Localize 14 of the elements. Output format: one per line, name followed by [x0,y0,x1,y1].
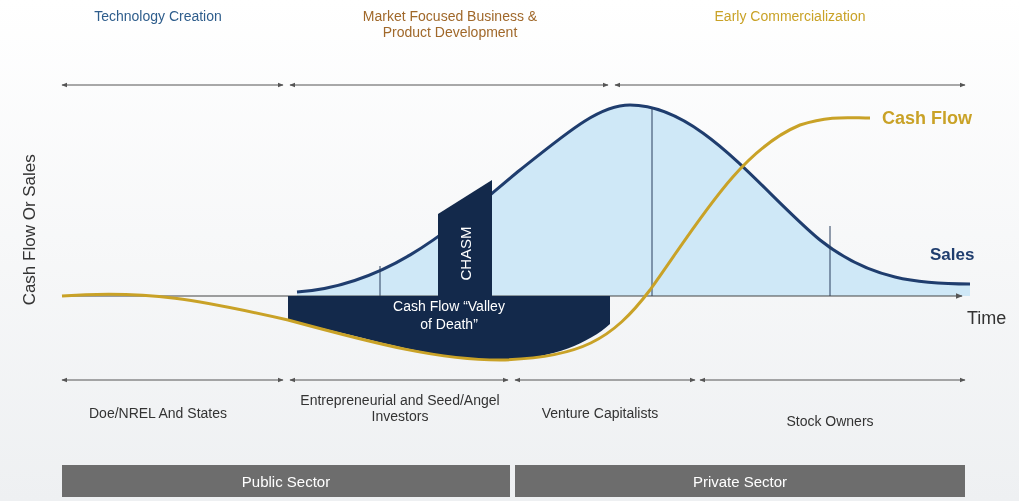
curve-label: Cash Flow [882,108,973,129]
phase-label: Technology Creation [93,8,223,25]
sector-bar: Private Sector [515,465,965,497]
funding-label: Venture Capitalists [540,405,660,422]
funding-label: Stock Owners [785,413,875,430]
axis-label: Time [967,308,1008,329]
phase-label: Early Commercialization [713,8,867,25]
funding-label: Doe/NREL And States [88,405,228,422]
sector-bar: Public Sector [62,465,510,497]
axis-label: Cash Flow Or Sales [20,153,40,308]
chasm-bar: CHASM [438,180,492,296]
funding-label: Entrepreneurial and Seed/Angel Investors [300,392,500,425]
curve-label: Sales [930,245,976,265]
phase-label: Market Focused Business & Product Development [361,8,539,41]
